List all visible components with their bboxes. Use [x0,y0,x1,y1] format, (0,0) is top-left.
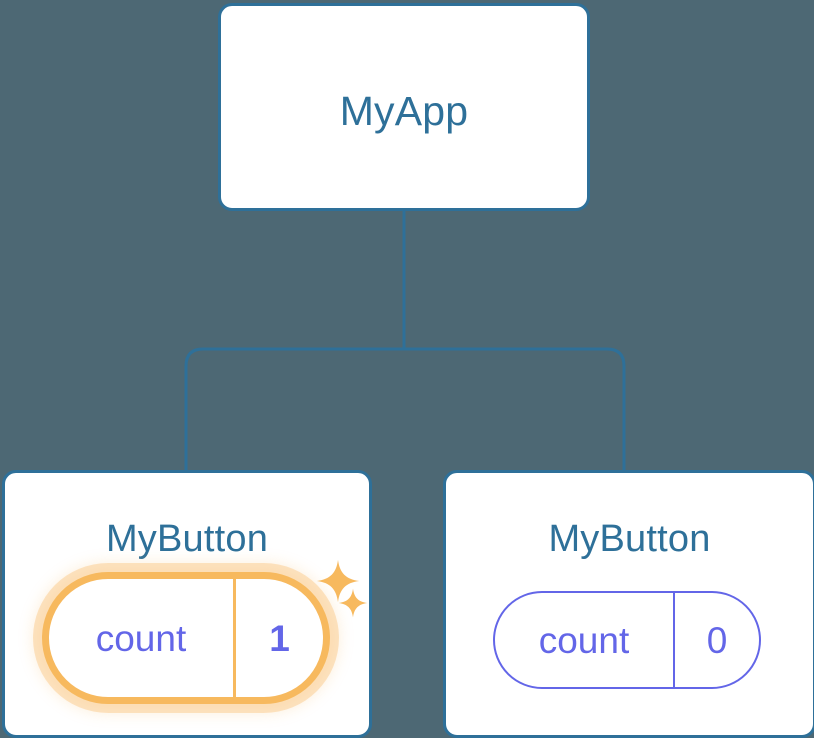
state-badge-right-wrapper: count 0 [493,591,761,689]
state-badge-right-key: count [495,593,675,687]
connector-branch-bus [184,347,626,470]
state-badge-left-wrapper: count 1 [42,572,330,704]
state-badge-left[interactable]: count 1 [42,572,330,704]
state-badge-left-key: count [49,579,236,697]
state-badge-right[interactable]: count 0 [493,591,761,689]
node-mybutton-right-label: MyButton [548,518,711,560]
node-mybutton-left-label: MyButton [105,518,269,560]
state-badge-left-value: 1 [269,617,290,659]
node-myapp-label: MyApp [339,88,469,134]
node-myapp[interactable]: MyApp [218,3,590,211]
state-badge-right-value: 0 [706,619,728,661]
